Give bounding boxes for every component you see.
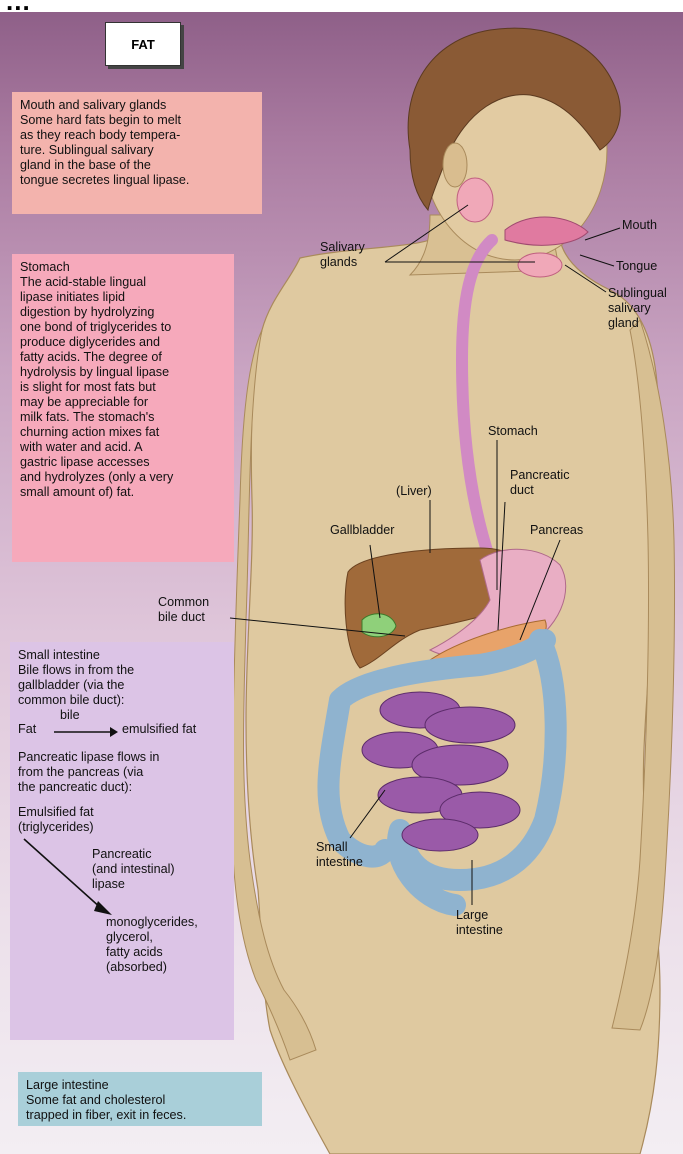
reaction-products: monoglycerides, glycerol, fatty acids (a… <box>106 915 198 975</box>
reaction-lipase: Pancreatic (and intestinal) lipase <box>92 847 175 892</box>
reaction-fat: Fat <box>18 722 36 737</box>
large-intestine-heading: Large intestine <box>26 1078 254 1093</box>
mouth-body: Some hard fats begin to melt as they rea… <box>20 113 254 188</box>
label-large-intestine: Large intestine <box>456 908 503 938</box>
label-pancreas: Pancreas <box>530 523 583 538</box>
small-intestine-info-box: Small intestine Bile flows in from the g… <box>10 642 234 1040</box>
pancreatic-flow-text: Pancreatic lipase flows in from the panc… <box>18 750 226 795</box>
ear <box>443 143 467 187</box>
submandibular-gland <box>518 253 562 277</box>
small-intestine-heading: Small intestine <box>18 648 226 663</box>
lipase-reaction: Emulsified fat (triglycerides) Pancreati… <box>18 805 226 991</box>
large-intestine-body: Some fat and cholesterol trapped in fibe… <box>26 1093 254 1123</box>
label-mouth: Mouth <box>622 218 657 233</box>
label-small-intestine: Small intestine <box>316 840 363 870</box>
label-tongue: Tongue <box>616 259 657 274</box>
bile-reaction: Fat bile emulsified fat <box>18 708 226 742</box>
stomach-body: The acid-stable lingual lipase initiates… <box>20 275 226 500</box>
stomach-heading: Stomach <box>20 260 226 275</box>
mouth-info-box: Mouth and salivary glands Some hard fats… <box>12 92 262 214</box>
bile-flow-text: Bile flows in from the gallbladder (via … <box>18 663 226 708</box>
body-silhouette <box>246 230 660 1154</box>
label-salivary-glands: Salivary glands <box>320 240 365 270</box>
label-common-bile-duct: Common bile duct <box>158 595 209 625</box>
fat-title-box: FAT <box>105 22 181 66</box>
bile-arrow <box>52 726 118 738</box>
large-intestine-info-box: Large intestine Some fat and cholesterol… <box>18 1072 262 1126</box>
label-stomach: Stomach <box>488 424 538 439</box>
parotid-gland <box>457 178 493 222</box>
label-gallbladder: Gallbladder <box>330 523 394 538</box>
label-liver: (Liver) <box>396 484 432 499</box>
reaction-bile: bile <box>60 708 80 723</box>
label-pancreatic-duct: Pancreatic duct <box>510 468 570 498</box>
reaction-emulsified-triglycerides: Emulsified fat (triglycerides) <box>18 805 94 835</box>
fat-title: FAT <box>131 37 155 52</box>
label-sublingual-gland: Sublingual salivary gland <box>608 286 667 331</box>
stomach-info-box: Stomach The acid-stable lingual lipase i… <box>12 254 234 562</box>
mouth-heading: Mouth and salivary glands <box>20 98 254 113</box>
reaction-emulsified-fat: emulsified fat <box>122 722 196 737</box>
